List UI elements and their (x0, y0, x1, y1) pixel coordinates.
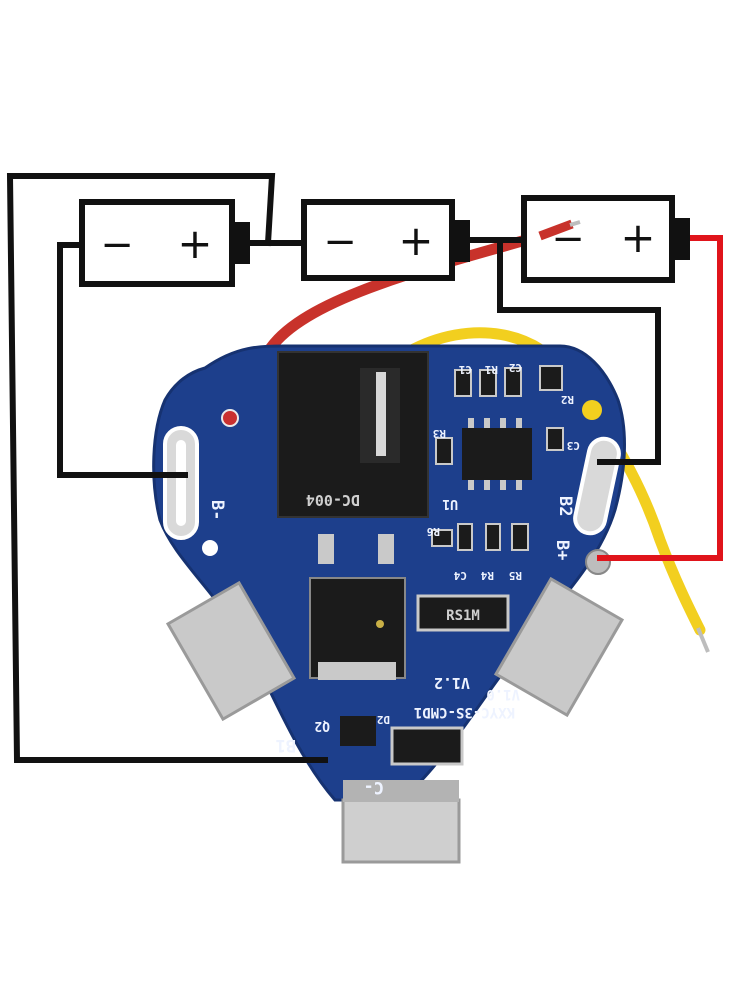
battery-cell-2: − + (301, 199, 470, 281)
label-c3: C3 (567, 439, 580, 452)
red-lead-wire (262, 230, 546, 358)
u1-ic-chip (462, 428, 532, 480)
battery-3-plus-symbol: + (620, 213, 655, 262)
mounting-hole-top-left (221, 409, 239, 427)
b-plus-solder-pad (585, 549, 611, 575)
label-b1: B1 (276, 735, 296, 755)
diode-marking: RS1M (446, 608, 480, 624)
label-d2: D2 (377, 713, 390, 726)
dc-power-connector (277, 351, 429, 518)
q2-transistor (340, 716, 376, 746)
wire-b-minus (57, 242, 188, 478)
label-model-version: V1.0 (486, 686, 520, 702)
yellow-lead-tip (696, 627, 710, 653)
battery-cell-1: − + (79, 199, 250, 287)
wire-link-bat2-bat3 (467, 237, 661, 465)
label-q2: Q2 (314, 718, 330, 733)
label-c2: C2 (509, 361, 522, 374)
battery-cell-3: − + (521, 195, 690, 283)
label-r6: R6 (426, 525, 440, 538)
label-r4: R4 (480, 569, 494, 582)
mounting-hole-right (582, 400, 602, 420)
label-b-minus: B- (207, 500, 227, 520)
smd-components (431, 365, 564, 551)
battery-1-minus-symbol: − (100, 222, 134, 268)
label-c4: C4 (453, 569, 467, 582)
nickel-tab-bottom (341, 780, 461, 864)
battery-1-plus-symbol: + (177, 219, 212, 268)
mosfet-package (309, 577, 406, 679)
mounting-hole-left (202, 540, 218, 556)
label-r5: R5 (509, 569, 522, 582)
wire-b1 (6, 173, 328, 763)
label-connector: DC-004 (306, 491, 360, 509)
label-r2: R2 (561, 393, 574, 406)
label-b2: B2 (555, 496, 575, 516)
label-version: V1.2 (434, 674, 470, 692)
nickel-tab-right (493, 576, 625, 718)
label-u1: U1 (442, 496, 458, 511)
label-model: KXYC-3S-CMD1 (414, 704, 515, 720)
rs1m-diode (416, 594, 510, 632)
battery-2-plus-symbol: + (398, 216, 433, 265)
label-b-plus: B+ (552, 540, 572, 560)
wire-b-plus (597, 235, 723, 561)
red-lead-tip (538, 219, 574, 241)
bms-pcb-board: RS1M B- B2 (152, 230, 710, 864)
label-r3: R3 (433, 427, 446, 440)
label-c1: C1 (458, 363, 472, 376)
connection-wires (6, 173, 723, 763)
label-c-minus: C- (364, 777, 384, 797)
nickel-tab-left (165, 580, 297, 722)
battery-2-minus-symbol: − (323, 219, 357, 265)
d2-diode (390, 726, 464, 766)
label-r1: R1 (484, 363, 498, 376)
